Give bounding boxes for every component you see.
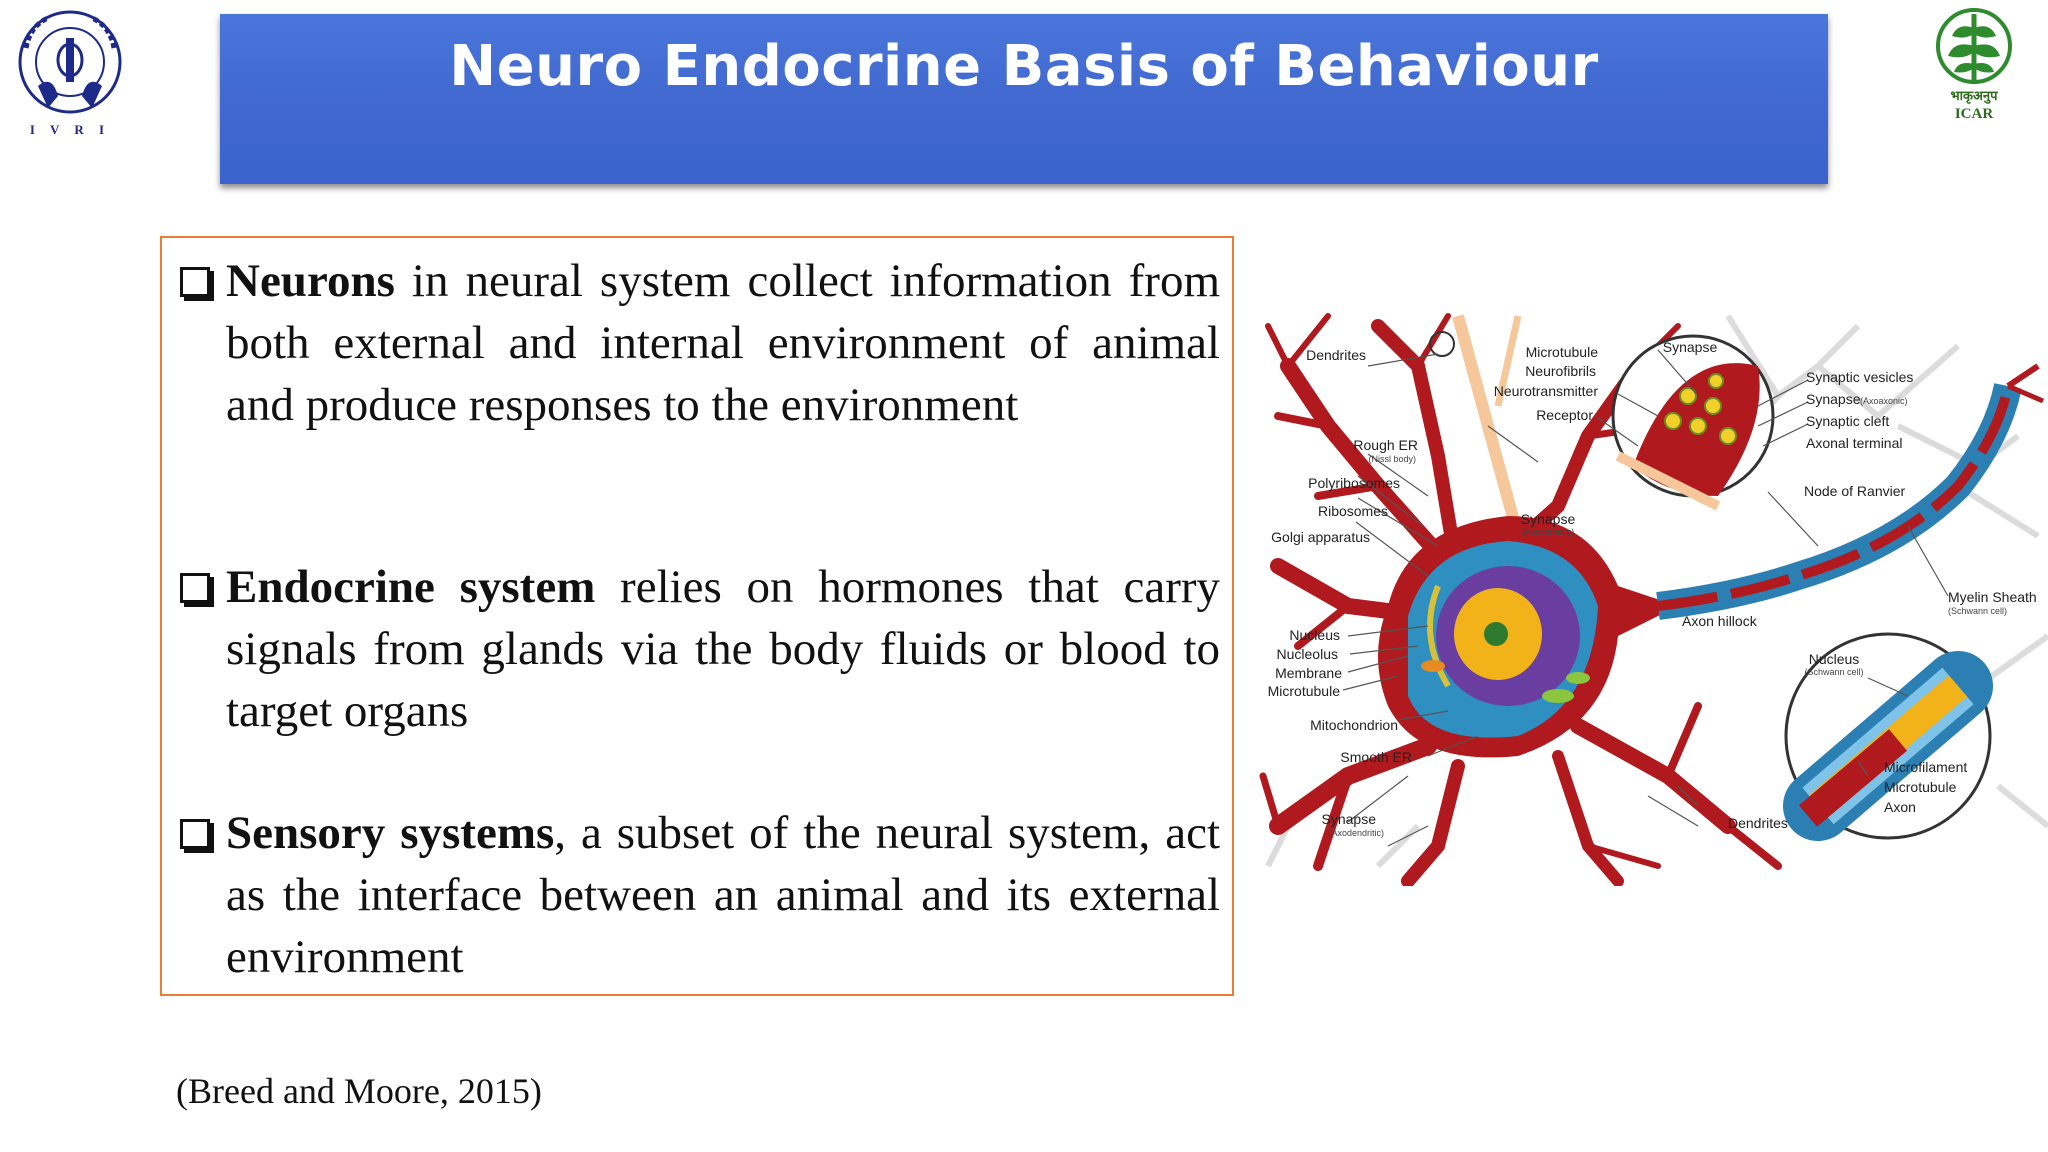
label-axodendritic-sub: (Axodendritic) [1328, 828, 1384, 838]
label-synaptic-vesicles: Synaptic vesicles [1806, 369, 1913, 385]
label-membrane: Membrane [1275, 665, 1342, 681]
label-smooth-er: Smooth ER [1340, 749, 1412, 765]
label-myelin-sheath: Myelin Sheath [1948, 589, 2037, 605]
label-synapse-axosomatic: Synapse [1521, 511, 1576, 527]
label-axon-hillock: Axon hillock [1682, 613, 1758, 629]
label-axoaxonic-sub: (Axoaxonic) [1860, 396, 1908, 406]
label-schwann-cell: (Schwann cell) [1948, 606, 2007, 616]
label-nucleus: Nucleus [1289, 627, 1340, 643]
label-microtubule-left: Microtubule [1268, 683, 1341, 699]
label-synapse-axodendritic: Synapse [1322, 811, 1377, 827]
title-banner: Neuro Endocrine Basis of Behaviour [220, 14, 1828, 184]
label-dendrites-bottom: Dendrites [1728, 815, 1788, 831]
label-polyribosomes: Polyribosomes [1308, 475, 1400, 491]
bullet-bold: Sensory systems [226, 807, 555, 859]
checkbox-bullet-icon [180, 573, 210, 603]
label-axon: Axon [1884, 799, 1916, 815]
icar-hindi-caption: भाकृअनुप [1950, 89, 1998, 104]
label-nissl-body: (Nissl body) [1368, 454, 1416, 464]
bullet-text: , a subset of the neural system, act as … [226, 807, 1221, 983]
label-rough-er: Rough ER [1353, 437, 1418, 453]
checkbox-bullet-icon [180, 819, 210, 849]
ivri-logo: I V R I [8, 8, 133, 138]
label-synapse-top: Synapse [1663, 339, 1718, 355]
label-synapse-axoaxonic: Synapse [1806, 391, 1861, 407]
label-golgi: Golgi apparatus [1271, 529, 1370, 545]
checkbox-bullet-icon [180, 267, 210, 297]
label-microfilament: Microfilament [1884, 759, 1967, 775]
label-axonal-terminal: Axonal terminal [1806, 435, 1903, 451]
label-mitochondrion: Mitochondrion [1310, 717, 1398, 733]
icar-caption: ICAR [1955, 106, 1994, 122]
bullet-text: in neural system collect information fro… [226, 255, 1220, 431]
label-nucleus-schwann: Nucleus [1809, 651, 1860, 667]
content-box: Neurons in neural system collect informa… [160, 236, 1234, 996]
bullet-sensory: Sensory systems, a subset of the neural … [180, 802, 1220, 988]
bullet-neurons: Neurons in neural system collect informa… [180, 250, 1220, 436]
icar-logo: भाकृअनुप ICAR [1918, 6, 2030, 126]
label-nucleolus: Nucleolus [1277, 646, 1338, 662]
label-ribosomes: Ribosomes [1318, 503, 1388, 519]
label-neurotransmitter: Neurotransmitter [1494, 383, 1599, 399]
neuron-diagram: Dendrites Microtubule Neurofibrils Neuro… [1258, 306, 2048, 888]
label-microtubule-top: Microtubule [1526, 344, 1599, 360]
label-synaptic-cleft: Synaptic cleft [1806, 413, 1889, 429]
ivri-caption: I V R I [30, 122, 110, 137]
page-title: Neuro Endocrine Basis of Behaviour [449, 34, 1599, 99]
label-axosomatic-sub: (Axosomatic) [1522, 527, 1575, 537]
citation: (Breed and Moore, 2015) [176, 1071, 542, 1111]
label-microtubule-right: Microtubule [1884, 779, 1957, 795]
label-schwann-cell-2: (Schwann cell) [1804, 667, 1863, 677]
label-neurofibrils: Neurofibrils [1525, 363, 1596, 379]
bullet-bold: Neurons [226, 255, 395, 307]
label-node-of-ranvier: Node of Ranvier [1804, 483, 1906, 499]
label-dendrites-top: Dendrites [1306, 347, 1366, 363]
bullet-text: relies on hormones that carry signals fr… [226, 561, 1220, 737]
label-receptor: Receptor [1536, 407, 1593, 423]
bullet-bold: Endocrine system [226, 561, 596, 613]
bullet-endocrine: Endocrine system relies on hormones that… [180, 556, 1220, 742]
